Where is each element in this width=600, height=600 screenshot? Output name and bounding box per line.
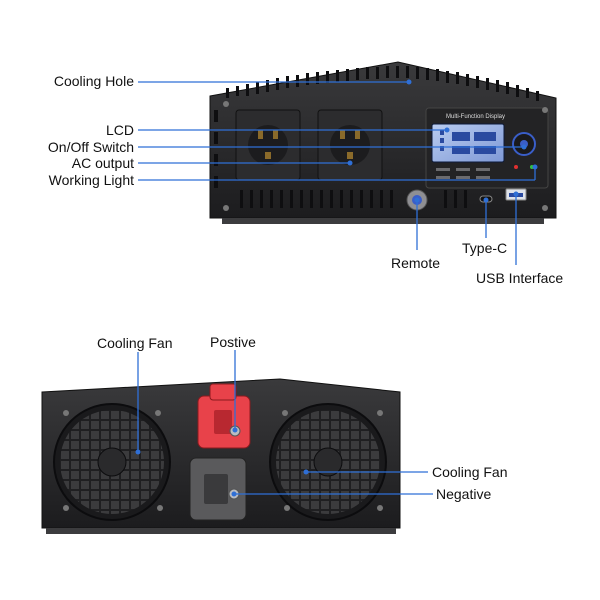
- front-screws: [223, 101, 548, 211]
- ac-socket-left: [235, 109, 301, 181]
- cooling-fan-right: [269, 403, 387, 521]
- ac-socket-right: [317, 109, 383, 181]
- lcd-segments: [440, 130, 496, 154]
- rear-view-inverter: [41, 378, 401, 534]
- front-view-leaders: [138, 79, 538, 265]
- label-type-c: Type-C: [462, 240, 507, 256]
- label-cooling-hole: Cooling Hole: [54, 73, 134, 89]
- display-title: Multi-Function Display: [446, 114, 505, 120]
- positive-terminal: [197, 383, 251, 449]
- top-cooling-holes: [226, 66, 539, 101]
- label-cooling-fan-left: Cooling Fan: [97, 335, 173, 351]
- cooling-fan-left: [53, 403, 171, 521]
- rear-screws: [63, 410, 383, 511]
- label-on-off-switch: On/Off Switch: [48, 139, 134, 155]
- front-view-inverter: Multi-Function Display: [209, 61, 557, 224]
- label-usb-interface: USB Interface: [476, 270, 563, 286]
- multi-function-display-panel: Multi-Function Display: [425, 107, 549, 189]
- label-positive: Postive: [210, 334, 256, 350]
- label-cooling-fan-right: Cooling Fan: [432, 464, 508, 480]
- rear-view-leaders: [135, 350, 433, 497]
- fault-light: [514, 165, 518, 169]
- label-lcd: LCD: [106, 122, 134, 138]
- label-remote: Remote: [391, 255, 440, 271]
- label-working-light: Working Light: [49, 172, 134, 188]
- label-negative: Negative: [436, 486, 491, 502]
- label-ac-output: AC output: [72, 155, 134, 171]
- front-base-rail: [222, 218, 544, 224]
- negative-terminal: [189, 457, 247, 521]
- bottom-vent-slots: [240, 190, 467, 208]
- status-legend: [436, 168, 490, 179]
- rear-base-rail: [46, 528, 396, 534]
